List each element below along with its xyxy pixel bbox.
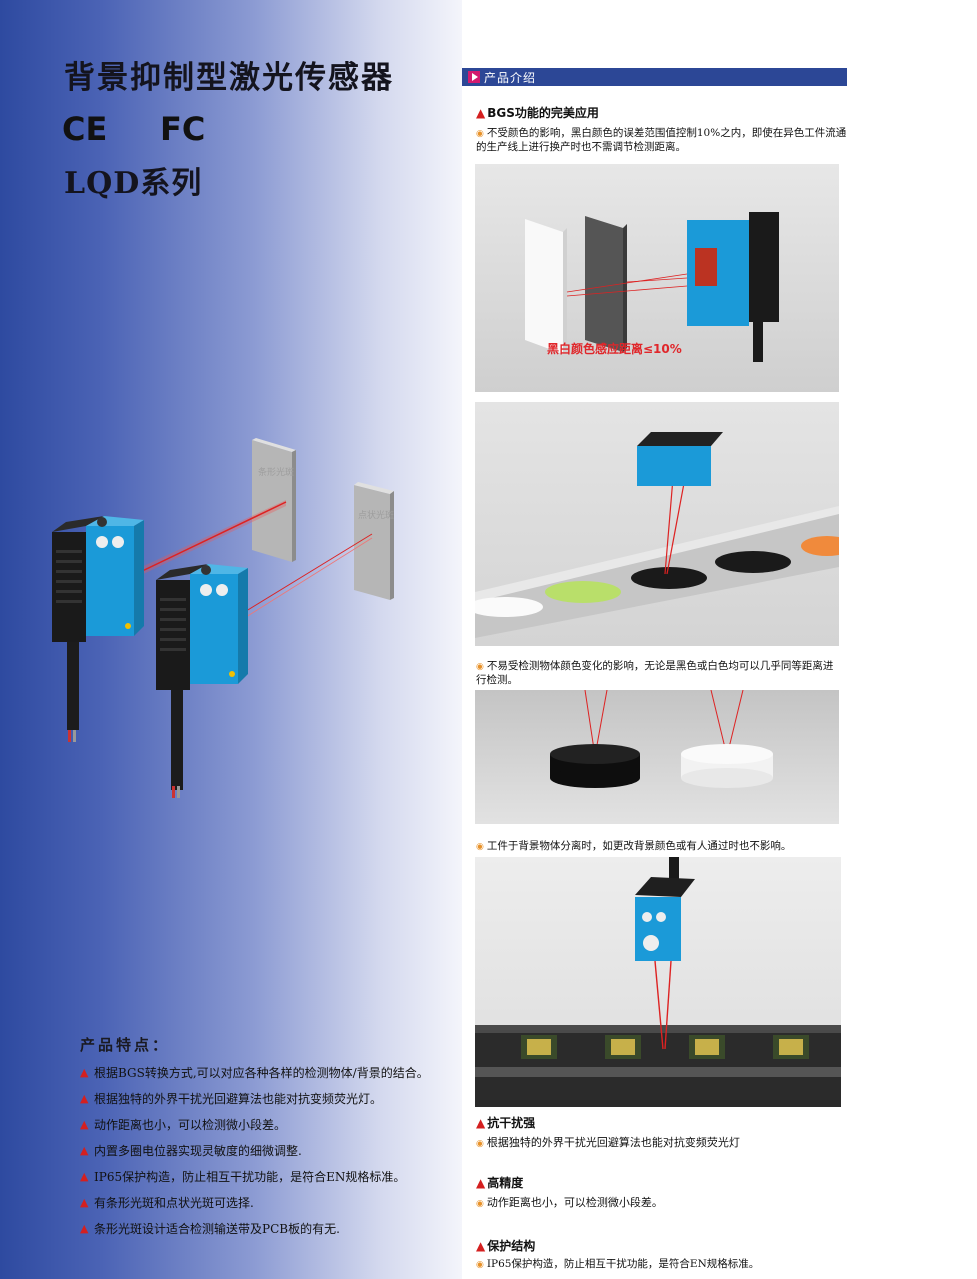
color-description: ◉不易受检测物体颜色变化的影响，无论是黑色或白色均可以几乎同等距离进行检测。 bbox=[476, 660, 834, 686]
play-arrow-icon bbox=[468, 71, 480, 83]
features-list: 根据BGS转换方式,可以对应各种各样的检测物体/背景的结合。 根据独特的外界干扰… bbox=[80, 1066, 452, 1248]
bullet-icon: ◉ bbox=[476, 129, 484, 139]
bgs-description: ◉不受颜色的影响，黑白颜色的误差范围值控制10%之内，即使在异色工件流通的生产线… bbox=[476, 127, 847, 153]
sensor-strip-model bbox=[52, 516, 144, 742]
precision-description: ◉动作距离也小，可以检测微小段差。 bbox=[476, 1196, 663, 1209]
dot-beam bbox=[237, 533, 373, 617]
bullet-icon: ◉ bbox=[476, 1260, 484, 1270]
background-description: ◉工件于背景物体分离时，如更改背景颜色或有人通过时也不影响。 bbox=[476, 840, 792, 852]
anti-interference-heading: ▲抗干扰强 bbox=[476, 1116, 536, 1130]
bullet-icon: ◉ bbox=[476, 1139, 484, 1149]
section-header-bar: 产品介绍 bbox=[462, 68, 847, 86]
ce-mark: CE bbox=[62, 110, 108, 148]
hero-sensor-illustration: 条形光斑 点状光斑 bbox=[52, 438, 394, 798]
page-title: 背景抑制型激光传感器 bbox=[64, 60, 394, 96]
conveyor-demo-image bbox=[475, 402, 839, 646]
bullet-icon: ◉ bbox=[476, 662, 484, 672]
dot-target-label: 点状光斑 bbox=[358, 509, 394, 521]
protection-heading: ▲保护结构 bbox=[476, 1239, 536, 1253]
feature-item: IP65保护构造，防止相互干扰功能，是符合EN规格标准。 bbox=[80, 1170, 452, 1184]
bgs-heading: ▲BGS功能的完美应用 bbox=[476, 106, 599, 120]
precision-heading: ▲高精度 bbox=[476, 1176, 524, 1190]
black-white-demo-image bbox=[475, 690, 839, 824]
feature-item: 根据独特的外界干扰光回避算法也能对抗变频荧光灯。 bbox=[80, 1092, 452, 1106]
bgs-image-caption: 黑白颜色感应距离≤10% bbox=[547, 342, 682, 356]
fc-mark: FC bbox=[160, 110, 206, 148]
sensor-dot-model bbox=[156, 564, 248, 798]
anti-interference-description: ◉根据独特的外界干扰光回避算法也能对抗变频荧光灯 bbox=[476, 1136, 740, 1149]
series-name: LQD系列 bbox=[64, 166, 203, 201]
dot-target-card bbox=[354, 485, 390, 600]
protection-description: ◉IP65保护构造，防止相互干扰功能，是符合EN规格标准。 bbox=[476, 1258, 760, 1270]
bullet-icon: ◉ bbox=[476, 842, 484, 852]
feature-item: 有条形光斑和点状光斑可选择. bbox=[80, 1196, 452, 1210]
section-header-label: 产品介绍 bbox=[484, 71, 537, 85]
feature-item: 内置多圈电位器实现灵敏度的细微调整. bbox=[80, 1144, 452, 1158]
feature-item: 根据BGS转换方式,可以对应各种各样的检测物体/背景的结合。 bbox=[80, 1066, 452, 1080]
strip-target-card bbox=[252, 440, 292, 562]
features-title: 产品特点： bbox=[80, 1036, 171, 1054]
bgs-demo-image: 黑白颜色感应距离≤10% bbox=[475, 164, 839, 392]
bullet-icon: ◉ bbox=[476, 1199, 484, 1209]
strip-target-label: 条形光斑 bbox=[258, 466, 294, 478]
pcb-conveyor-image bbox=[475, 857, 841, 1107]
feature-item: 动作距离也小，可以检测微小段差。 bbox=[80, 1118, 452, 1132]
feature-item: 条形光斑设计适合检测输送带及PCB板的有无. bbox=[80, 1222, 452, 1236]
